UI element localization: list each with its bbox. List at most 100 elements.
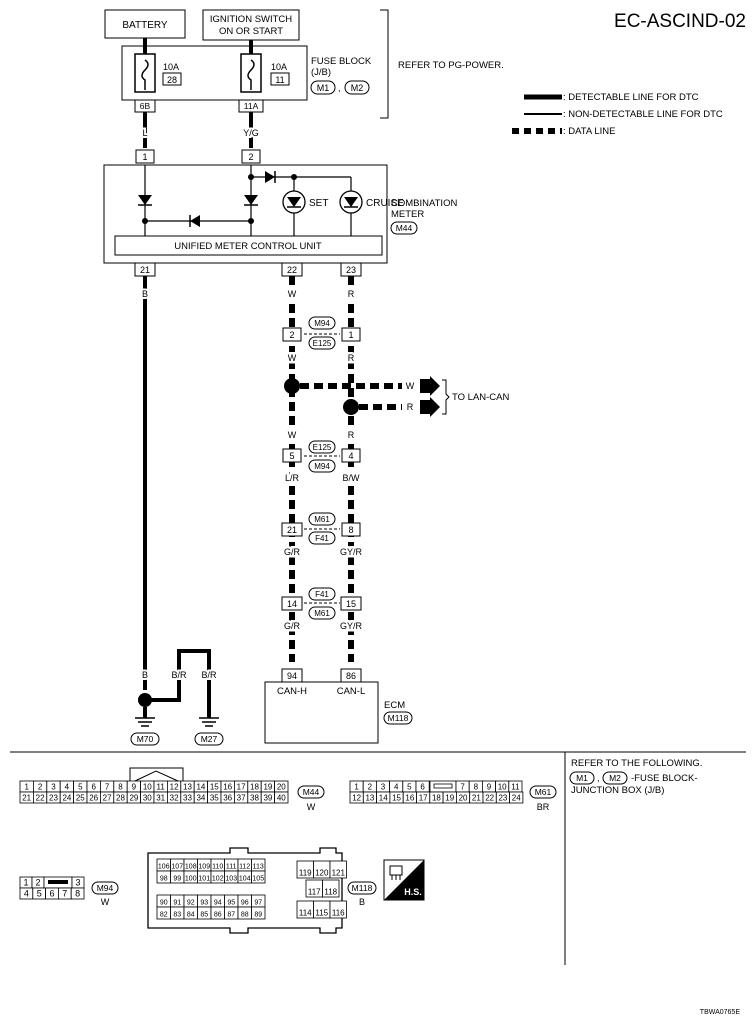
m118-pin-label: 112 xyxy=(239,864,250,871)
svg-text:4: 4 xyxy=(348,451,353,461)
m118-pin-label: 107 xyxy=(171,864,183,871)
m118-pin-label: 118 xyxy=(324,888,337,897)
m61-pin-label: 18 xyxy=(432,794,441,803)
m118-pin-label: 113 xyxy=(253,864,264,871)
m61-pin-label: 14 xyxy=(379,794,388,803)
fuse-block-label-2: (J/B) xyxy=(311,67,331,78)
battery-box xyxy=(104,9,186,39)
ecm-terminal-94: 94 xyxy=(287,671,297,681)
m44-pin-label: 11 xyxy=(157,783,166,792)
m44-pin-label: 31 xyxy=(156,794,165,803)
svg-text:2: 2 xyxy=(289,330,294,340)
m44-pin-label: 12 xyxy=(170,783,179,792)
m61-pin-label: 17 xyxy=(419,794,428,803)
joint-connector-e125-m94: 5 4 E125 M94 xyxy=(282,440,361,473)
svg-text:,: , xyxy=(338,83,341,93)
battery-label: BATTERY xyxy=(122,20,168,31)
m44-pin-label: 29 xyxy=(129,794,138,803)
m118-pin xyxy=(251,906,266,920)
ignition-label-2: ON OR START xyxy=(219,26,283,37)
cruise-label: CRUISE xyxy=(366,198,404,209)
wire-label-gyr-1: GY/R xyxy=(340,547,363,557)
m44-pin-label: 22 xyxy=(36,794,45,803)
unified-meter-label: UNIFIED METER CONTROL UNIT xyxy=(174,241,322,252)
comb-meter-conn: M44 xyxy=(396,223,413,233)
m44-pin-label: 13 xyxy=(183,783,192,792)
m61-pin xyxy=(509,791,524,804)
figure-id: TBWA0765E xyxy=(700,1009,741,1016)
m118-pin xyxy=(329,860,347,879)
m118-pin-label: 106 xyxy=(158,864,170,871)
can-l-label: CAN-L xyxy=(337,686,366,697)
m118-pin xyxy=(322,879,340,898)
m118-pin-label: 92 xyxy=(187,900,195,907)
ecm-box xyxy=(264,681,379,744)
hs-icon: H.S. xyxy=(383,859,425,901)
m61-pin-label: 2 xyxy=(368,783,373,792)
m61-pin-label: 21 xyxy=(472,794,481,803)
m94-key-slot xyxy=(48,880,68,884)
wire-label-r-branch: R xyxy=(407,402,414,412)
m61-pin-label: 3 xyxy=(381,783,386,792)
m61-pin-label: 15 xyxy=(392,794,401,803)
svg-text:M1: M1 xyxy=(576,773,588,783)
fuse-2-terminal: 11A xyxy=(244,101,259,111)
wire-label-w-branch: W xyxy=(406,381,415,391)
m94-pin-label: 5 xyxy=(37,889,42,899)
ecm-terminal-86: 86 xyxy=(346,671,356,681)
svg-text:M61: M61 xyxy=(535,787,552,797)
m44-pin-label: 40 xyxy=(277,794,286,803)
m44-pin-label: 3 xyxy=(51,783,56,792)
m118-pin-label: 115 xyxy=(315,909,328,918)
wire-label-b-bottom: B xyxy=(142,670,148,680)
legend-data-line: : DATA LINE xyxy=(563,126,615,137)
m61-pin-label: 9 xyxy=(487,783,492,792)
svg-text:8: 8 xyxy=(348,525,353,535)
m118-pin xyxy=(329,900,347,919)
svg-text:M118: M118 xyxy=(352,883,373,893)
m94-pin-label: 1 xyxy=(23,878,28,888)
unified-meter-box xyxy=(114,235,383,256)
ecm-label: ECM xyxy=(384,700,405,711)
m61-pin-label: 20 xyxy=(459,794,468,803)
diode-icon xyxy=(138,195,152,205)
m118-pin-label: 84 xyxy=(187,912,195,919)
fuse-1-terminal: 6B xyxy=(140,101,151,111)
wire-label-r-1: R xyxy=(348,289,355,299)
m118-pin-label: 83 xyxy=(173,912,181,919)
m44-pin-label: 28 xyxy=(116,794,125,803)
m44-pin-label: 5 xyxy=(78,783,83,792)
m118-pin-label: 96 xyxy=(241,900,249,907)
m118-pin-label: 109 xyxy=(198,864,210,871)
m118-pin-label: 88 xyxy=(241,912,249,919)
m44-pin-label: 20 xyxy=(277,783,286,792)
svg-text:F41: F41 xyxy=(315,534,329,543)
refer-following: REFER TO THE FOLLOWING. xyxy=(571,758,702,769)
ground-m27: M27 xyxy=(201,734,218,744)
m44-pin-label: 6 xyxy=(91,783,96,792)
joint-connector-f41-m61: 14 15 F41 M61 xyxy=(281,587,362,620)
ground-icon xyxy=(135,717,155,727)
fuse-ref-text-2: JUNCTION BOX (J/B) xyxy=(571,785,664,796)
m118-pin-label: 105 xyxy=(252,876,264,883)
m118-pin-label: 111 xyxy=(226,864,237,871)
m44-pin xyxy=(274,791,289,804)
svg-text:E125: E125 xyxy=(313,339,332,348)
m44-pin-label: 37 xyxy=(237,794,246,803)
wire-label-r-2: R xyxy=(348,353,355,363)
fuse-2-amp: 10A xyxy=(271,62,287,72)
m118-pin-label: 87 xyxy=(227,912,235,919)
m61-pin-label: 13 xyxy=(365,794,374,803)
wire-label-br-1: B/R xyxy=(171,670,187,680)
splice-r xyxy=(343,399,359,415)
m118-pin-label: 120 xyxy=(315,869,329,878)
svg-text:M94: M94 xyxy=(97,883,114,893)
comb-meter-label-2: METER xyxy=(391,209,424,220)
m118-pin-label: 94 xyxy=(214,900,222,907)
m61-pin-label: 22 xyxy=(485,794,494,803)
m118-pin-label: 116 xyxy=(332,909,345,918)
fuse-block-label-1: FUSE BLOCK xyxy=(311,56,372,67)
